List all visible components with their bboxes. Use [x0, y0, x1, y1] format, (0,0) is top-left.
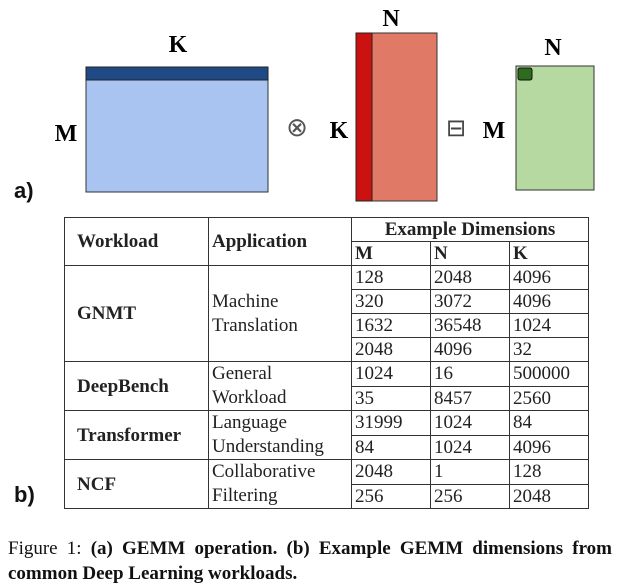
n-cell: 1 [430, 459, 510, 485]
k-cell: 4096 [509, 265, 589, 290]
n-cell: 2048 [430, 265, 510, 290]
n-cell: 1024 [430, 434, 510, 460]
n-cell: 256 [430, 483, 510, 509]
matrix-a [85, 79, 269, 193]
matrix-c [515, 65, 595, 191]
m-cell: 1024 [351, 361, 431, 387]
multiply-icon: ⊗ [286, 113, 308, 143]
label-n-top: N [382, 6, 400, 32]
table-row: 1632 36548 1024 [65, 313, 589, 338]
table-row: 35 8457 2560 [65, 385, 589, 411]
k-cell: 1024 [509, 313, 589, 338]
header-m: M [351, 241, 431, 266]
k-cell: 500000 [509, 361, 589, 387]
label-k-top: K [169, 32, 188, 58]
k-cell: 2048 [509, 483, 589, 509]
matrix-c-output-tile [517, 67, 533, 81]
label-m-left: M [55, 121, 78, 147]
k-cell: 32 [509, 337, 589, 362]
header-k: K [509, 241, 589, 266]
table-row: 84 1024 4096 [65, 434, 589, 460]
k-cell: 84 [509, 410, 589, 436]
workload-cell: DeepBench [64, 361, 209, 411]
m-cell: 84 [351, 434, 431, 460]
workload-cell: GNMT [64, 265, 209, 362]
m-cell: 256 [351, 483, 431, 509]
n-cell: 16 [430, 361, 510, 387]
m-cell: 35 [351, 385, 431, 411]
k-cell: 4096 [509, 434, 589, 460]
caption-text: (a) GEMM operation. (b) Example GEMM dim… [8, 538, 612, 584]
equals-icon: ⊟ [446, 114, 466, 142]
m-cell: 320 [351, 289, 431, 314]
table-row: 2048 4096 32 [65, 337, 589, 362]
header-application: Application [208, 217, 352, 266]
table-row: 256 256 2048 [65, 483, 589, 509]
m-cell: 2048 [351, 337, 431, 362]
label-n-right: N [544, 35, 562, 61]
n-cell: 36548 [430, 313, 510, 338]
n-cell: 3072 [430, 289, 510, 314]
header-workload: Workload [64, 217, 209, 266]
label-m-right: M [483, 118, 506, 144]
gemm-dimensions-table: Workload Application Example Dimensions … [64, 217, 589, 509]
figure-caption: Figure 1: (a) GEMM operation. (b) Exampl… [8, 536, 612, 586]
workload-cell: Transformer [64, 410, 209, 460]
label-k-mid: K [330, 118, 349, 144]
matrix-a-row-strip [85, 66, 269, 81]
n-cell: 4096 [430, 337, 510, 362]
header-example-dimensions: Example Dimensions [351, 217, 589, 242]
m-cell: 1632 [351, 313, 431, 338]
gemm-diagram: K M ⊗ K N ⊟ M N [55, 6, 595, 202]
k-cell: 2560 [509, 385, 589, 411]
k-cell: 128 [509, 459, 589, 485]
k-cell: 4096 [509, 289, 589, 314]
panel-label-a: a) [14, 178, 34, 203]
m-cell: 128 [351, 265, 431, 290]
panel-label-b: b) [14, 482, 35, 507]
caption-prefix: Figure 1: [8, 538, 91, 559]
m-cell: 31999 [351, 410, 431, 436]
n-cell: 8457 [430, 385, 510, 411]
n-cell: 1024 [430, 410, 510, 436]
m-cell: 2048 [351, 459, 431, 485]
header-n: N [430, 241, 510, 266]
workload-cell: NCF [64, 459, 209, 509]
matrix-b-column-strip [355, 32, 373, 202]
